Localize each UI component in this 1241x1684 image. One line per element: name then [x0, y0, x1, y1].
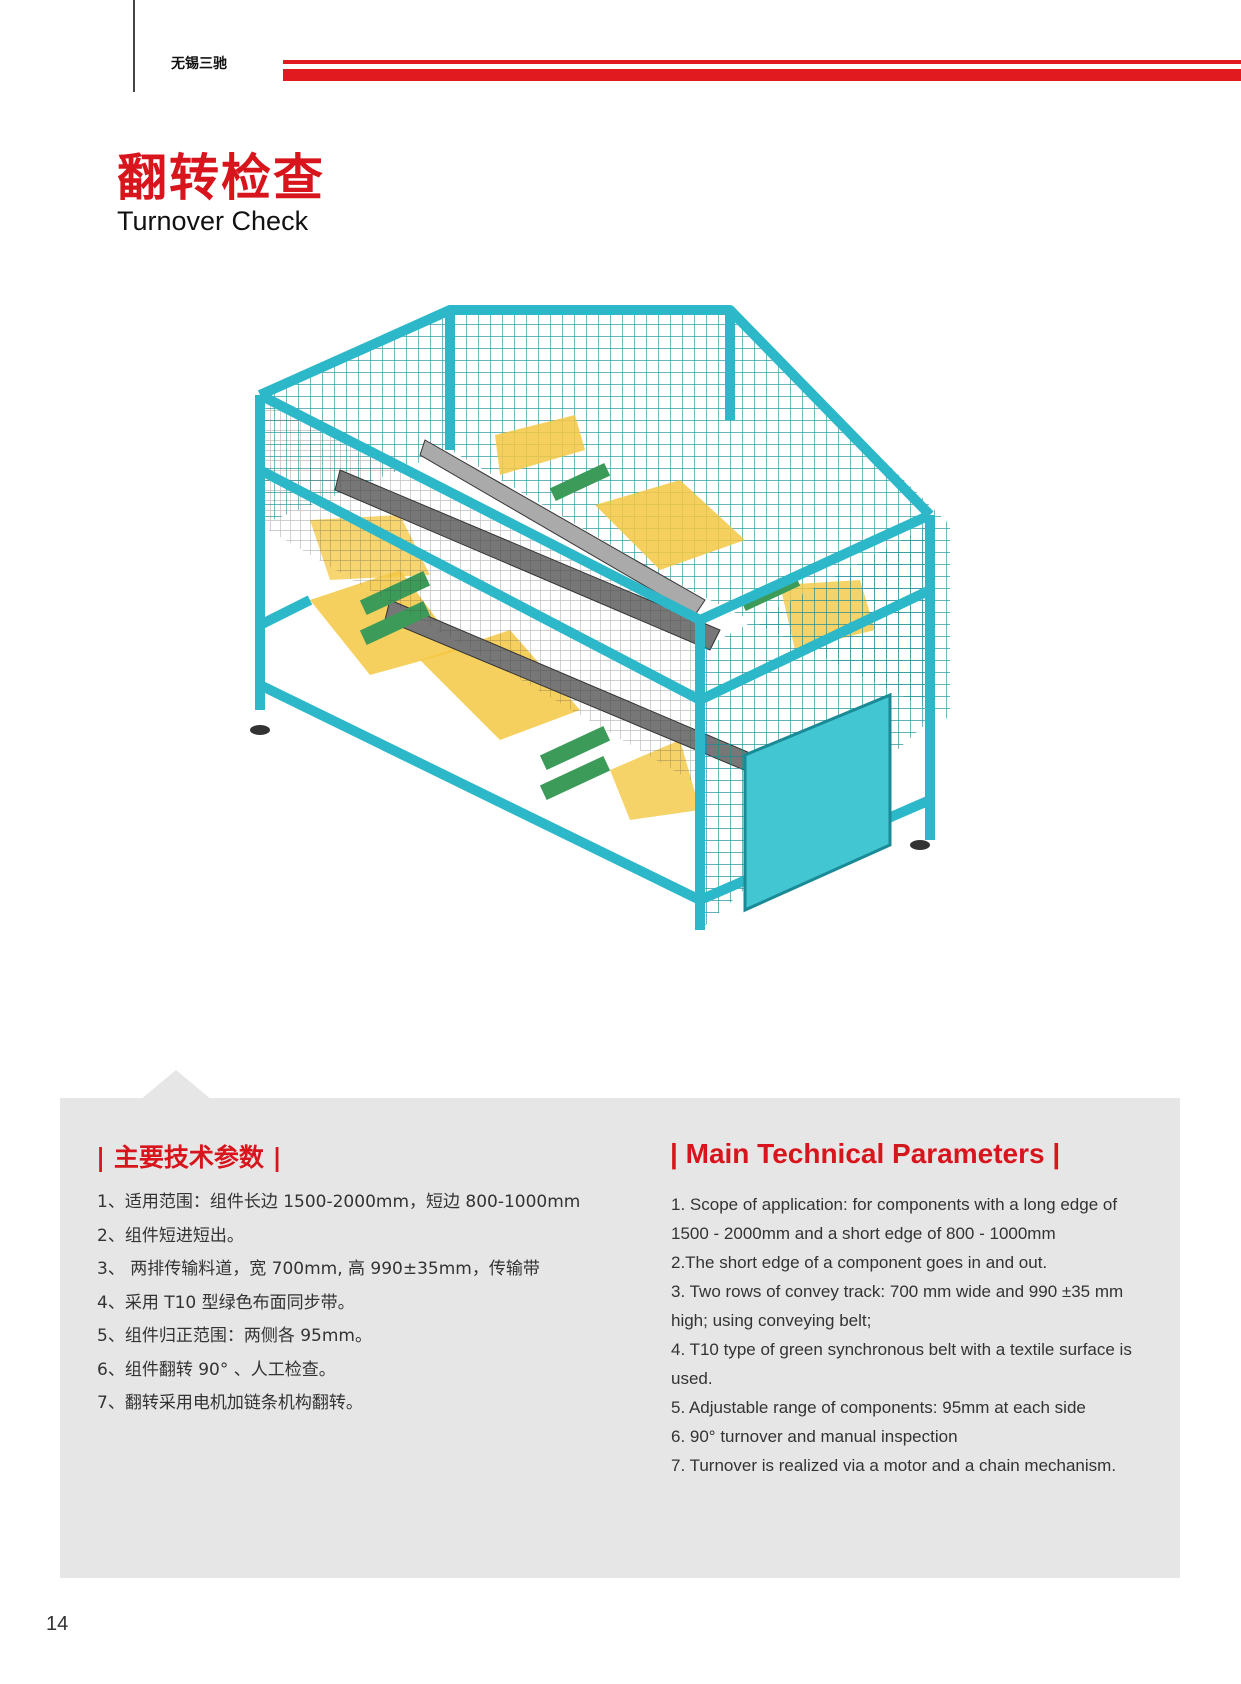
param-item-cn: 1、适用范围：组件长边 1500-2000mm，短边 800-1000mm [97, 1192, 581, 1212]
leveling-foot [250, 725, 270, 735]
yellow-panel [420, 630, 580, 740]
param-item-en: 1. Scope of application: for components … [671, 1195, 1118, 1243]
params-list-cn: 1、适用范围：组件长边 1500-2000mm，短边 800-1000mm 2、… [97, 1190, 617, 1425]
params-heading-en: | Main Technical Parameters | [670, 1138, 1061, 1169]
param-item-cn: 3、 两排传输料道，宽 700mm, 高 990±35mm，传输带 [97, 1259, 540, 1279]
panel-pointer-notch [140, 1070, 212, 1100]
green-belt [549, 462, 611, 502]
param-item-cn: 4、采用 T10 型绿色布面同步带。 [97, 1292, 355, 1313]
param-item-en: 6. 90° turnover and manual inspection [671, 1427, 958, 1446]
control-cabinet [743, 692, 892, 913]
parameters-panel [60, 1098, 1180, 1578]
header-red-rule-thick [283, 69, 1241, 81]
param-item-en: 3. Two rows of convey track: 700 mm wide… [671, 1282, 1124, 1330]
param-item-en: 2.The short edge of a component goes in … [671, 1253, 1048, 1272]
green-belt [539, 725, 611, 771]
turnover-machine-illustration [250, 305, 950, 930]
param-item-cn: 5、组件归正范围：两侧各 95mm。 [97, 1326, 372, 1346]
green-belt [539, 755, 611, 801]
yellow-panel [495, 415, 585, 475]
header-divider-line [133, 0, 135, 92]
brand-name: 无锡三驰 [171, 56, 227, 72]
param-item-en: 7. Turnover is realized via a motor and … [671, 1456, 1117, 1475]
yellow-panel [595, 480, 745, 570]
param-item-en: 5. Adjustable range of components: 95mm … [671, 1398, 1086, 1417]
header-red-rule-thin [283, 60, 1241, 64]
params-heading-cn: | 主要技术参数 | [96, 1143, 282, 1172]
param-item-cn: 6、组件翻转 90° 、人工检查。 [97, 1359, 336, 1380]
params-list-en: 1. Scope of application: for components … [671, 1190, 1141, 1480]
param-item-en: 4. T10 type of green synchronous belt wi… [671, 1340, 1132, 1388]
leveling-foot [910, 840, 930, 850]
page-title-en: Turnover Check [117, 206, 309, 236]
page-number: 14 [46, 1613, 69, 1635]
param-item-cn: 2、组件短进短出。 [97, 1225, 244, 1246]
param-item-cn: 7、翻转采用电机加链条机构翻转。 [97, 1393, 363, 1413]
page-title-cn: 翻转检查 [117, 149, 325, 207]
